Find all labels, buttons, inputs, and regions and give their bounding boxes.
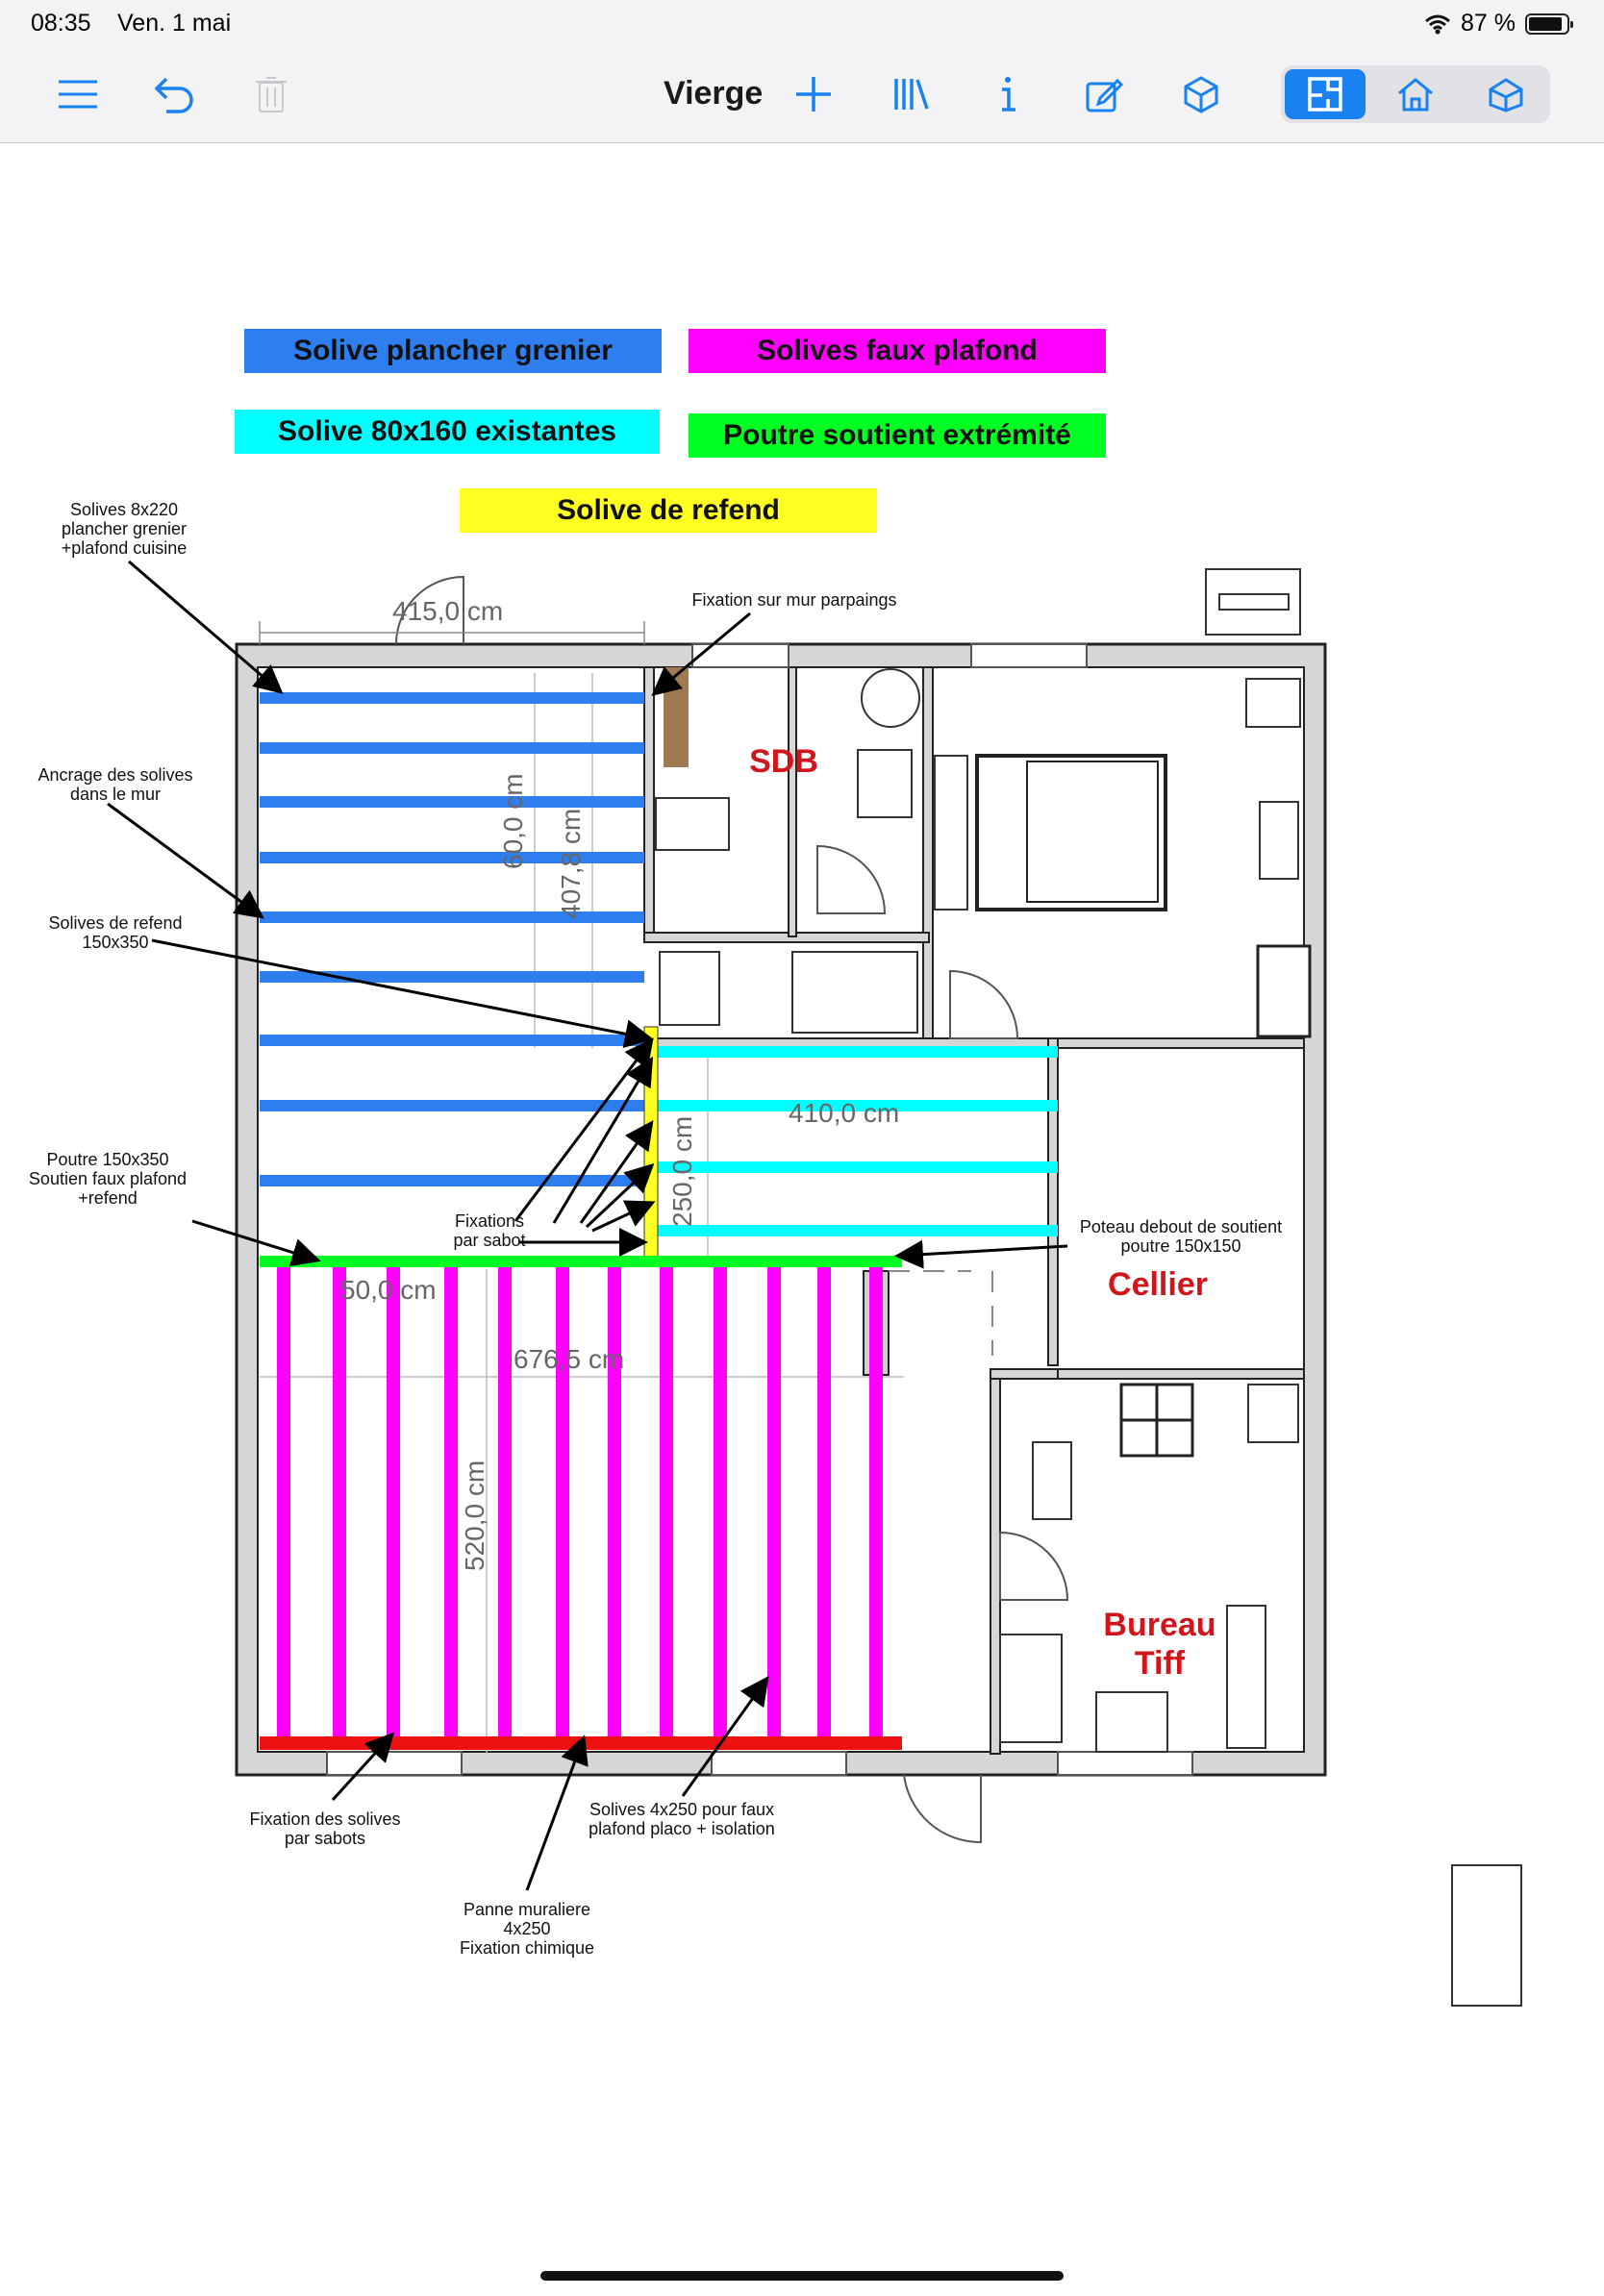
legend-cyan: Solive 80x160 existantes [235, 410, 660, 454]
dimension-50: 50,0 cm [340, 1275, 437, 1305]
magenta-joist [556, 1267, 569, 1736]
legend-magenta: Solives faux plafond [689, 329, 1106, 373]
annotation-line: Poteau debout de soutient [1079, 1217, 1283, 1236]
annotation-line: Fixation sur mur parpaings [691, 590, 897, 610]
annotation-fixation-mur: Fixation sur mur parpaings [679, 590, 910, 610]
annotation-line: Panne muraliere [463, 1900, 591, 1919]
menu-icon[interactable] [51, 67, 105, 121]
annotation-poteau: Poteau debout de soutient poutre 150x150 [1067, 1217, 1294, 1256]
blue-joist [260, 1175, 644, 1186]
annotation-poutre: Poutre 150x350 Soutien faux plafond +ref… [13, 1150, 202, 1208]
annotation-fixations-sabot: Fixations par sabot [437, 1211, 542, 1250]
info-icon[interactable] [981, 67, 1035, 121]
home-indicator[interactable] [540, 2271, 1064, 2281]
annotation-line: plafond placo + isolation [589, 1819, 775, 1838]
yellow-joist [643, 1026, 659, 1262]
annotation-solives-grenier: Solives 8x220 plancher grenier +plafond … [33, 500, 215, 558]
annotation-line: Fixations [454, 1211, 525, 1231]
annotation-ancrage: Ancrage des solives dans le mur [19, 765, 212, 804]
annotation-line: Fixation chimique [459, 1938, 595, 1958]
annotation-line: Solives 4x250 pour faux [589, 1800, 775, 1819]
blue-joist [260, 1100, 644, 1111]
battery-percent: 87 % [1461, 10, 1516, 37]
add-icon[interactable] [787, 67, 840, 121]
magenta-joist [660, 1267, 673, 1736]
dimension-407: 407,8 cm [556, 808, 586, 919]
cyan-joist [658, 1161, 1058, 1173]
annotation-line: +refend [78, 1188, 138, 1208]
magenta-joist [444, 1267, 458, 1736]
annotation-line: Soutien faux plafond [28, 1169, 188, 1188]
annotation-line: par sabots [284, 1829, 366, 1848]
annotation-line: Ancrage des solives [38, 765, 193, 785]
status-time: 08:35 [31, 10, 91, 37]
magenta-joist [869, 1267, 883, 1736]
annotation-solives-faux-plafond: Solives 4x250 pour faux plafond placo + … [575, 1800, 789, 1838]
wifi-icon [1425, 14, 1450, 34]
3d-cube-icon[interactable] [1174, 67, 1228, 121]
blue-joist [260, 971, 644, 983]
annotation-solives-refend: Solives de refend 150x350 [29, 913, 202, 952]
blue-joist [260, 852, 644, 863]
green-beam [260, 1256, 902, 1267]
magenta-joist [333, 1267, 346, 1736]
cyan-joist [658, 1046, 1058, 1058]
annotation-line: Solives 8x220 [69, 500, 179, 519]
annotation-fixation-sabots: Fixation des solives par sabots [231, 1809, 419, 1848]
blue-joist [260, 796, 644, 808]
annotation-panne: Panne muraliere 4x250 Fixation chimique [440, 1900, 614, 1958]
status-date: Ven. 1 mai [117, 10, 232, 37]
magenta-joist [608, 1267, 621, 1736]
dimension-676: 676,5 cm [514, 1344, 625, 1374]
3d-view-icon[interactable] [1466, 69, 1546, 119]
annotation-line: poutre 150x150 [1120, 1236, 1241, 1256]
annotation-line: Fixation des solives [249, 1809, 401, 1829]
blue-joist [260, 911, 644, 923]
annotation-line: dans le mur [69, 785, 162, 804]
blue-joist [260, 742, 644, 754]
room-label-cellier: Cellier [1108, 1266, 1208, 1303]
annotation-line: plancher grenier [61, 519, 188, 538]
document-title[interactable]: Vierge [664, 75, 764, 112]
magenta-joist [387, 1267, 400, 1736]
legend-blue: Solive plancher grenier [244, 329, 662, 373]
dimension-415: 415,0 cm [392, 596, 504, 626]
dimension-410: 410,0 cm [789, 1098, 900, 1128]
magenta-joist [498, 1267, 512, 1736]
cyan-joist [658, 1225, 1058, 1236]
house-view-icon[interactable] [1375, 69, 1456, 119]
edit-icon[interactable] [1077, 67, 1131, 121]
annotation-line: 4x250 [503, 1919, 551, 1938]
toolbar: Vierge [0, 46, 1604, 143]
battery-icon [1525, 12, 1573, 35]
status-right: 87 % [1424, 10, 1573, 37]
dimension-520: 520,0 cm [460, 1460, 489, 1571]
annotation-line: Poutre 150x350 [46, 1150, 169, 1169]
view-switcher [1281, 65, 1550, 123]
red-beam [260, 1736, 902, 1750]
room-label-line: Bureau [1103, 1607, 1216, 1643]
plan-view-icon[interactable] [1285, 69, 1366, 119]
annotation-line: +plafond cuisine [61, 538, 188, 558]
dimension-250: 250,0 cm [667, 1115, 697, 1227]
blue-joist [260, 1035, 644, 1046]
annotation-line: par sabot [453, 1231, 526, 1250]
magenta-joist [767, 1267, 781, 1736]
annotation-line: Solives de refend [48, 913, 183, 933]
magenta-joist [714, 1267, 727, 1736]
dimension-60: 60,0 cm [498, 773, 528, 869]
room-label-bureau: Bureau Tiff [1083, 1606, 1237, 1683]
magenta-joist [277, 1267, 290, 1736]
undo-icon[interactable] [147, 67, 201, 121]
room-label-line: Tiff [1134, 1645, 1186, 1682]
trash-icon[interactable] [244, 67, 298, 121]
legend-green: Poutre soutient extrémité [689, 413, 1106, 458]
blue-joist [260, 692, 644, 704]
annotation-line: 150x350 [82, 933, 149, 952]
room-label-sdb: SDB [749, 743, 818, 780]
magenta-joist [817, 1267, 831, 1736]
status-bar: 08:35 Ven. 1 mai 87 % [0, 0, 1604, 46]
library-icon[interactable] [885, 67, 939, 121]
legend-yellow: Solive de refend [460, 488, 877, 533]
